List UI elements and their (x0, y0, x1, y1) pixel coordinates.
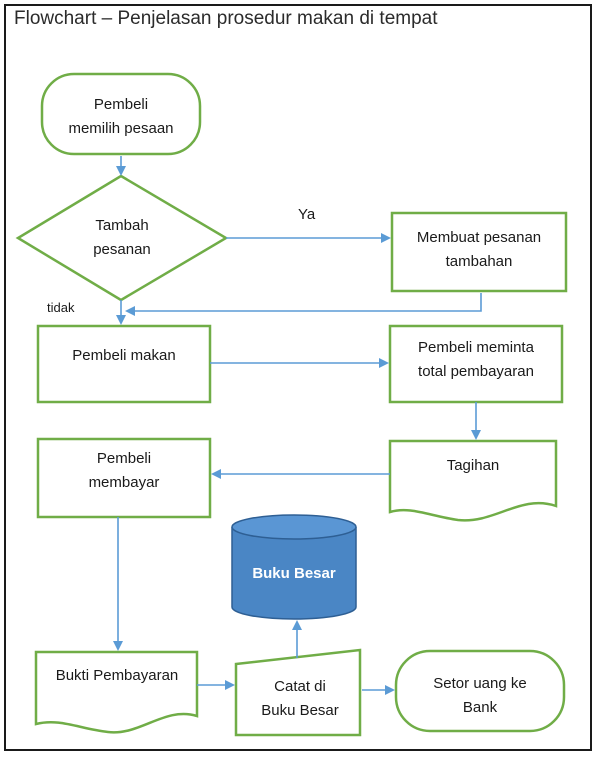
node-ledger-database: Buku Besar (231, 514, 357, 620)
node-start-line-2: memilih pesaan (68, 120, 173, 137)
page-title: Flowchart – Penjelasan prosedur makan di… (14, 8, 438, 29)
node-pay-line-2: membayar (89, 474, 160, 491)
node-ask-total-line-1: Pembeli meminta (418, 339, 535, 356)
node-deposit-line-1: Setor uang ke (433, 675, 526, 692)
node-extra-order: Membuat pesanan tambahan (390, 211, 568, 293)
node-ask-total-line-2: total pembayaran (418, 363, 534, 380)
node-decision: Tambah pesanan (15, 174, 229, 302)
node-record: Catat di Buku Besar (234, 648, 362, 737)
node-record-line-2: Buku Besar (261, 702, 339, 719)
edge-label-no: tidak (47, 300, 75, 315)
node-bill-line-1: Tagihan (447, 457, 500, 474)
node-pay: Pembeli membayar (36, 437, 212, 519)
node-deposit: Setor uang ke Bank (394, 649, 566, 733)
node-record-line-1: Catat di (274, 678, 326, 695)
node-decision-line-1: Tambah (95, 217, 148, 234)
edge-label-yes: Ya (298, 206, 316, 223)
node-receipt-line-1: Bukti Pembayaran (56, 667, 179, 684)
node-pay-line-1: Pembeli (97, 450, 151, 467)
node-ledger-label: Buku Besar (252, 565, 336, 582)
node-eat: Pembeli makan (36, 324, 212, 404)
node-receipt: Bukti Pembayaran (34, 650, 199, 734)
node-decision-line-2: pesanan (93, 241, 151, 258)
node-start: Pembeli memilih pesaan (40, 72, 202, 156)
node-deposit-line-2: Bank (463, 699, 498, 716)
arrow-extra-order-return (125, 293, 482, 316)
node-ask-total: Pembeli meminta total pembayaran (388, 324, 564, 404)
node-start-line-1: Pembeli (94, 96, 148, 113)
node-eat-line-1: Pembeli makan (72, 347, 175, 364)
node-extra-order-line-2: tambahan (446, 253, 513, 270)
node-extra-order-line-1: Membuat pesanan (417, 229, 541, 246)
node-bill: Tagihan (388, 439, 558, 522)
